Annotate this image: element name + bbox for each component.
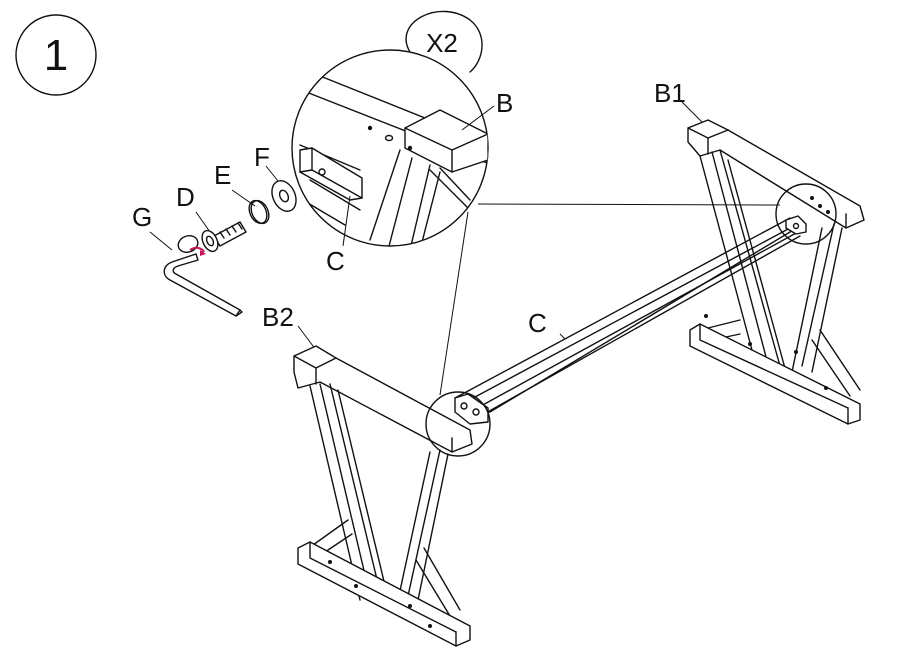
label-b: B [496,88,513,118]
label-f: F [254,142,270,172]
turn-arrow-icon [189,246,205,253]
part-labels: B B1 B2 C C D E F G [132,78,686,338]
quantity-label: X2 [426,28,458,58]
bolt-d [201,221,247,253]
detail-ring-b2 [425,391,491,457]
quantity-badge: X2 [405,10,483,73]
stretcher-c [454,215,807,425]
detail-magnifier [291,49,489,247]
label-c-main: C [528,308,547,338]
spring-washer-e [248,199,270,225]
label-g: G [132,202,152,232]
label-d: D [176,182,195,212]
allen-key-g [163,235,243,317]
washer-f [271,180,297,212]
step-badge: 1 [15,14,97,96]
label-b2: B2 [262,302,294,332]
leg-frame-b1 [687,119,865,425]
detail-ring-b1 [775,183,837,245]
label-c-detail: C [326,246,345,276]
magnifier-lines [439,203,781,396]
leg-frame-b2 [293,345,473,647]
arrowhead-icon [200,250,206,256]
label-b1: B1 [654,78,686,108]
step-number: 1 [44,31,68,80]
label-e: E [214,160,231,190]
